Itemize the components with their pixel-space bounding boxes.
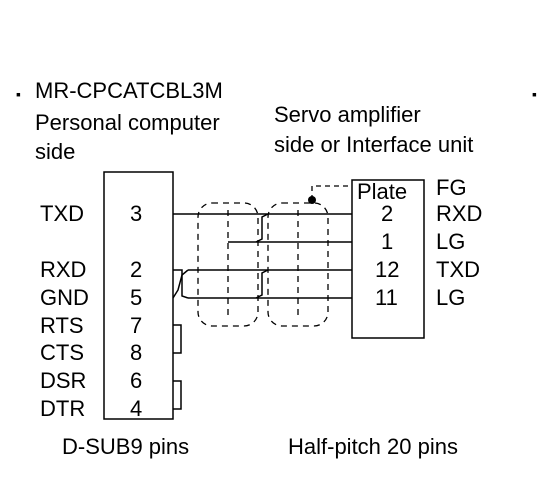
left-signal-txd: TXD — [40, 201, 84, 226]
left-signal-gnd: GND — [40, 285, 89, 310]
left-signal-cts: CTS — [40, 340, 84, 365]
left-pin-2: 2 — [130, 257, 143, 282]
left-signal-rxd: RXD — [40, 257, 87, 282]
shield-drain-line — [311, 185, 352, 200]
cable-model-name: MR-CPCATCBL3M — [35, 78, 223, 103]
left-pin-4: 4 — [130, 396, 143, 421]
wire-gnd-cross — [172, 269, 189, 299]
right-pin-1: 1 — [381, 229, 394, 254]
shield-outline-right — [267, 202, 329, 327]
bullet-marker: ▪ — [16, 86, 21, 102]
right-pin-11: 11 — [375, 285, 398, 310]
shield-junction-dot — [308, 196, 316, 204]
right-signal-lg-1: LG — [436, 229, 466, 254]
right-signal-txd: TXD — [436, 257, 480, 282]
pc-side-label-line1: Personal computer — [35, 110, 220, 135]
twist-mark-pair1 — [255, 213, 269, 243]
right-signal-lg-2: LG — [436, 285, 466, 310]
dsub9-connector-box — [103, 171, 174, 420]
loopback-rts-cts — [173, 324, 182, 354]
left-pin-3: 3 — [130, 201, 143, 226]
left-connector-caption: D-SUB9 pins — [62, 434, 190, 459]
servo-side-label-line2: side or Interface unit — [274, 132, 474, 157]
left-pin-7: 7 — [130, 313, 143, 338]
right-pin-plate: Plate — [357, 179, 408, 204]
left-signal-dsr: DSR — [40, 368, 87, 393]
right-pin-2: 2 — [381, 201, 394, 226]
left-signal-dtr: DTR — [40, 396, 86, 421]
right-connector-caption: Half-pitch 20 pins — [288, 434, 458, 459]
right-signal-fg: FG — [436, 175, 467, 200]
halfpitch-connector-box — [351, 179, 425, 339]
wire-rxd-cross — [173, 269, 189, 299]
right-signal-rxd: RXD — [436, 201, 483, 226]
left-pin-6: 6 — [130, 368, 143, 393]
loopback-dsr-dtr — [173, 380, 182, 410]
twist-mark-pair2 — [255, 269, 269, 299]
left-pin-5: 5 — [130, 285, 143, 310]
pc-side-label-line2: side — [35, 139, 76, 164]
servo-side-label-line1: Servo amplifier — [274, 102, 421, 127]
right-pin-12: 12 — [375, 257, 400, 282]
left-pin-8: 8 — [130, 340, 143, 365]
left-signal-rts: RTS — [40, 313, 84, 338]
corner-marker: ▪ — [532, 86, 537, 102]
shield-outline-left — [197, 202, 259, 327]
